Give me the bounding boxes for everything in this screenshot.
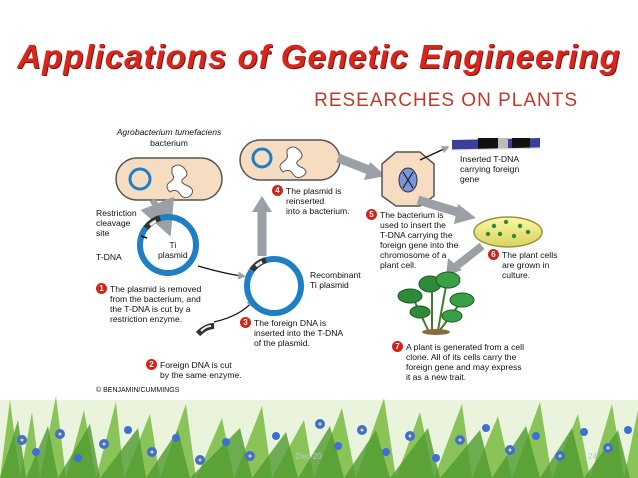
bacterium-original	[115, 157, 223, 201]
organism-name: Agrobacterium tumefaciens	[116, 127, 222, 137]
arrow-dna-to-recombinant	[213, 299, 255, 323]
footer-date: Dec-20	[296, 452, 322, 461]
recombinant-plasmid	[244, 256, 304, 316]
chromosome-inserted-tdna	[451, 138, 541, 151]
step-badge: 3	[240, 317, 251, 328]
slide-title: Applications of Genetic Engineering	[17, 38, 621, 75]
step-text: The plasmid is reinserted into a bacteri…	[286, 186, 350, 216]
arrow-to-plant	[451, 242, 485, 272]
slide-subtitle: RESEARCHES ON PLANTS	[314, 90, 578, 111]
arrow-ti-to-recombinant	[197, 265, 246, 280]
step-5: 5 The bacterium is used to insert the T-…	[366, 209, 459, 270]
step-badge: 7	[392, 341, 403, 352]
step-badge: 5	[366, 209, 377, 220]
tdna-label: T-DNA	[96, 252, 122, 262]
arrow-to-chromosome	[419, 146, 450, 161]
step-text: The bacterium is used to insert the T-DN…	[380, 210, 459, 270]
restriction-site-label: Restriction cleavage site	[96, 208, 137, 238]
credit-label: © BENJAMIN/CUMMINGS	[96, 387, 180, 394]
regenerated-plant	[397, 271, 475, 335]
ti-plasmid-label: Ti plasmid	[158, 240, 188, 260]
step-6: 6 The plant cells are grown in culture.	[488, 249, 558, 280]
step-text: The plasmid is removed from the bacteriu…	[110, 284, 202, 324]
foreign-dna-fragment	[195, 323, 215, 337]
step-1: 1 The plasmid is removed from the bacter…	[96, 283, 202, 324]
plant-cell	[381, 151, 435, 207]
ti-plasmid	[137, 214, 199, 276]
petri-dish	[473, 216, 543, 248]
step-7: 7 A plant is generated from a cell clone…	[392, 341, 524, 382]
step-text: The foreign DNA is inserted into the T-D…	[254, 318, 344, 348]
step-text: The plant cells are grown in culture.	[502, 250, 558, 280]
arrow-to-culture	[416, 195, 466, 219]
inserted-tdna-label: Inserted T-DNA carrying foreign gene	[460, 154, 520, 184]
organism-suffix: bacterium	[150, 138, 188, 148]
recombinant-plasmid-label: Recombinant Ti plasmid	[310, 270, 361, 290]
flower-meadow-decoration	[0, 396, 638, 478]
step-3: 3 The foreign DNA is inserted into the T…	[240, 317, 344, 348]
step-badge: 6	[488, 249, 499, 260]
step-2: 2 Foreign DNA is cut by the same enzyme.	[146, 359, 242, 380]
step-4: 4 The plasmid is reinserted into a bacte…	[272, 185, 350, 216]
step-badge: 2	[146, 359, 157, 370]
step-badge: 4	[272, 185, 283, 196]
step-text: Foreign DNA is cut by the same enzyme.	[160, 360, 242, 380]
step-text: A plant is generated from a cell clone. …	[406, 342, 524, 382]
bacterium-recombinant	[239, 139, 341, 181]
page-number: 24	[588, 452, 597, 461]
step-badge: 1	[96, 283, 107, 294]
